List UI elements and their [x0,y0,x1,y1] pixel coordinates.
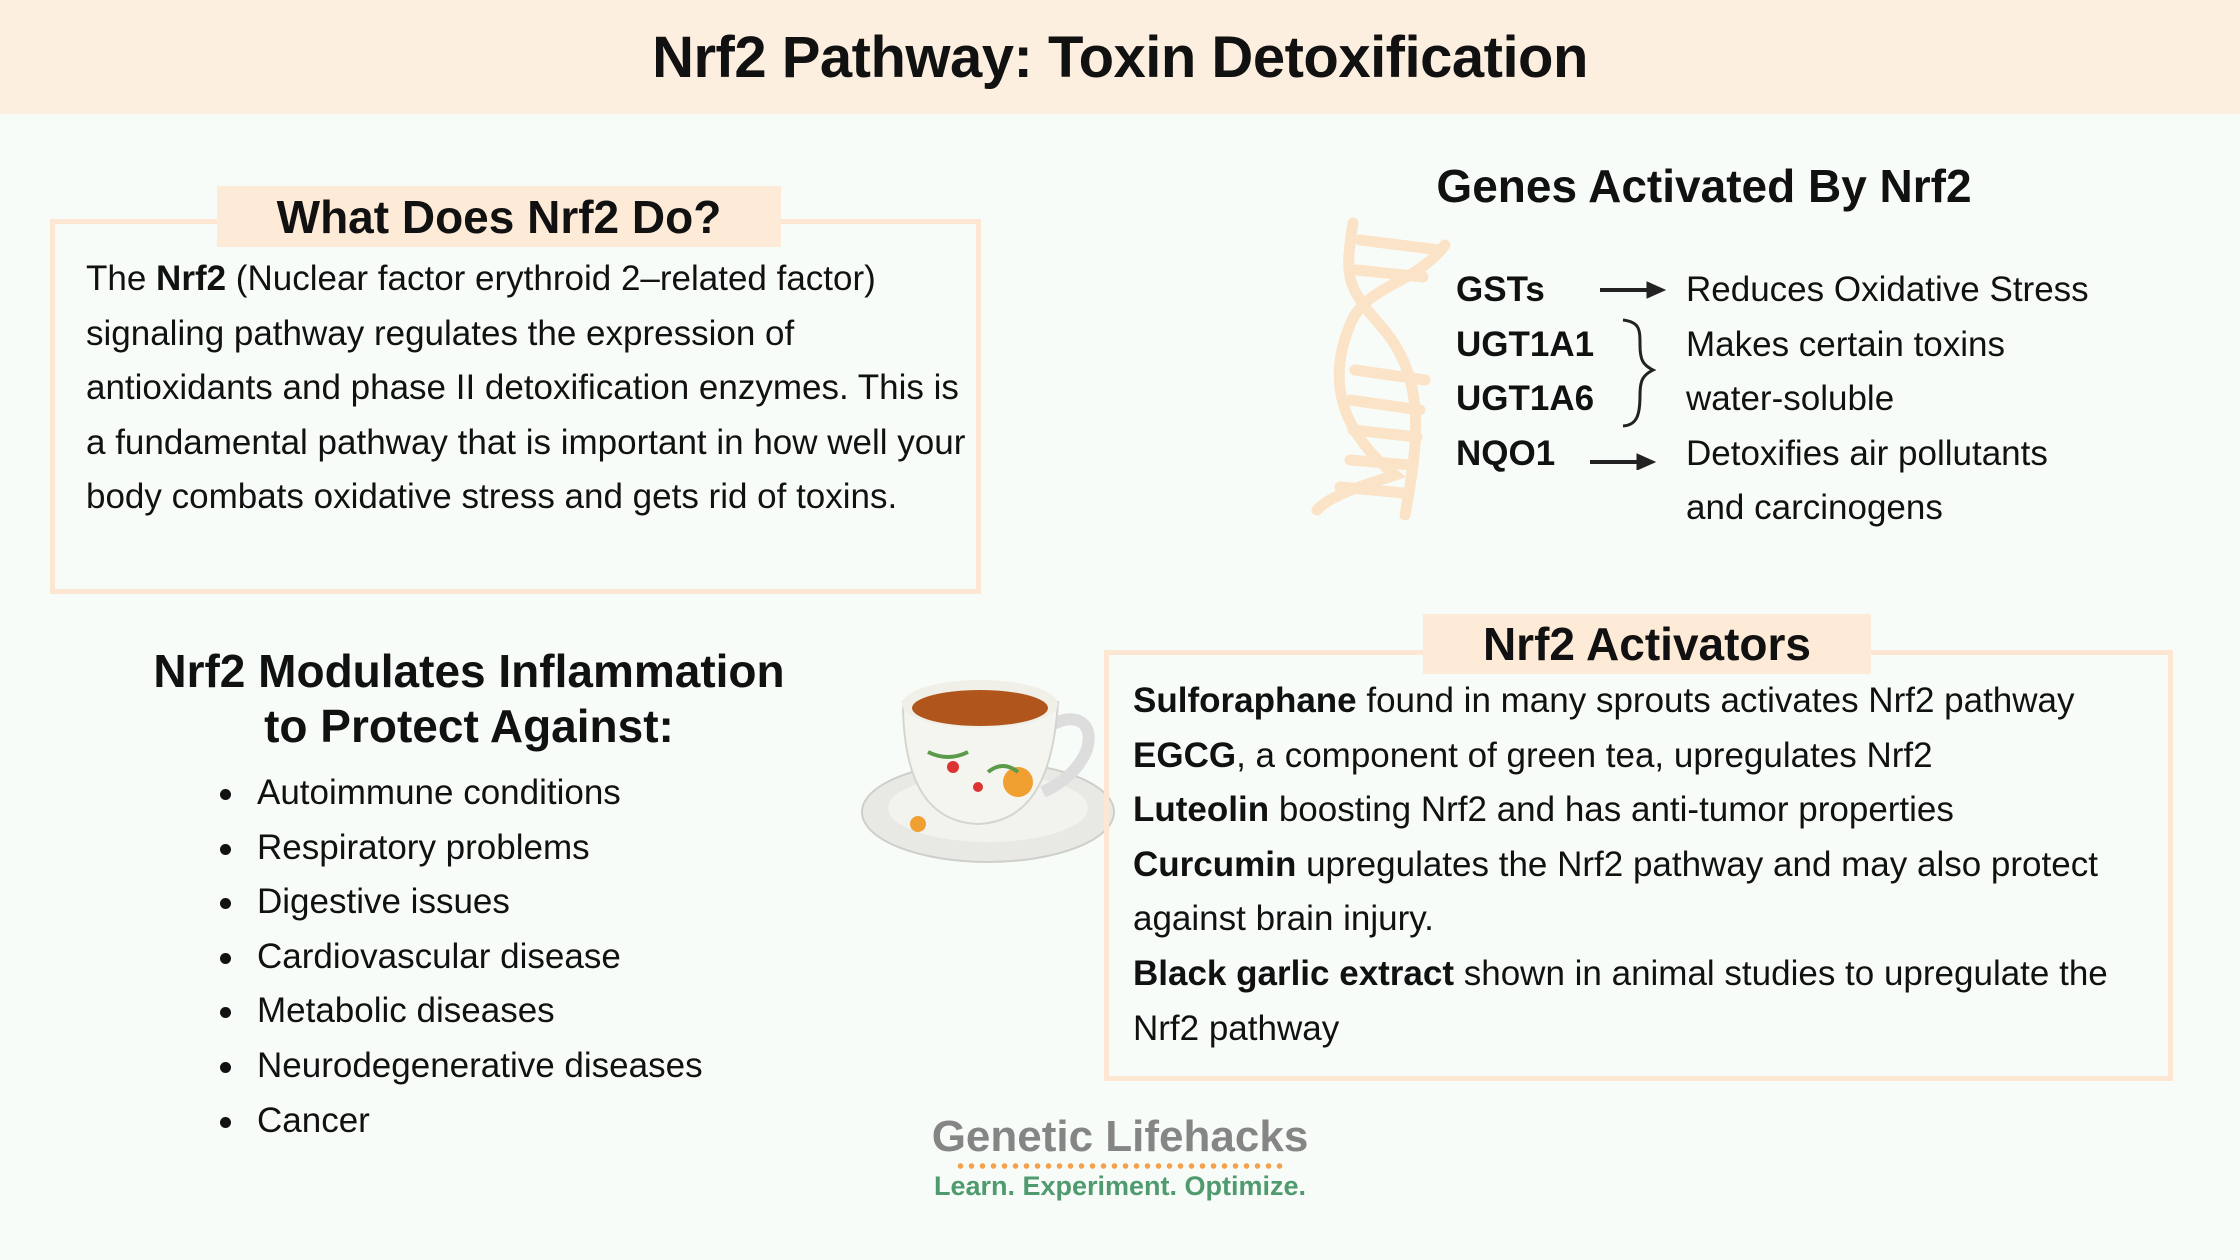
logo: Genetic Lifehacks Learn. Experiment. Opt… [900,1112,1340,1202]
gene-arrows [1590,281,1667,470]
activator-desc: found in many sprouts activates Nrf2 pat… [1356,681,2075,720]
list-item: Digestive issues [220,875,703,930]
activators-heading: Nrf2 Activators [1423,614,1871,674]
activator-desc: shown in animal studies to upregulate th… [1133,953,2108,1048]
logo-tagline: Learn. Experiment. Optimize. [933,1171,1307,1201]
activator-item: Curcumin upregulates the Nrf2 pathway an… [1133,838,2163,947]
activator-name: EGCG [1133,735,1237,775]
activator-name: Luteolin [1133,790,1270,830]
dna-icon [1311,217,1451,520]
gene-gsts: GSTs [1456,270,1545,309]
title-banner: Nrf2 Pathway: Toxin Detoxification [0,0,2240,114]
activator-item: Black garlic extract shown in animal stu… [1133,947,2163,1056]
brace-icon [1622,318,1657,428]
desc-pre: The [86,259,157,298]
tea-cup-image [861,680,1115,863]
activators-list: Sulforaphane found in many sprouts activ… [1133,674,2163,1056]
condition-list: Autoimmune conditions Respiratory proble… [220,766,703,1149]
activator-desc: , a component of green tea, upregulates … [1236,735,1933,775]
logo-name: Genetic Lifehacks [931,1112,1309,1161]
activator-desc: upregulates the Nrf2 pathway and may als… [1133,844,2098,939]
desc-bold: Nrf2 [156,259,227,298]
effect-item: Makes certain toxins [1686,324,2006,364]
gene-ugt1a1: UGT1A1 [1456,324,1595,364]
activator-item: EGCG, a component of green tea, upregula… [1133,729,2163,784]
arrowhead-icon [1636,453,1657,470]
list-item: Metabolic diseases [220,984,703,1039]
desc-post: (Nuclear factor erythroid 2–related fact… [86,259,966,517]
list-item: Cardiovascular disease [220,930,703,985]
activator-desc: boosting Nrf2 and has anti-tumor propert… [1269,790,1954,830]
page-title: Nrf2 Pathway: Toxin Detoxification [652,24,1588,90]
gene-ugt1a6: UGT1A6 [1456,379,1595,419]
activator-item: Sulforaphane found in many sprouts activ… [1133,674,2163,729]
gene-effects: Reduces Oxidative Stress Makes certain t… [1686,263,2089,536]
inflammation-heading-line2: to Protect Against: [264,700,674,752]
list-item: Neurodegenerative diseases [220,1039,703,1094]
effect-item: Reduces Oxidative Stress [1686,270,2089,309]
inflammation-heading-line1: Nrf2 Modulates Inflammation [153,645,785,697]
what-description: The Nrf2 (Nuclear factor erythroid 2–rel… [86,252,966,525]
list-item: Autoimmune conditions [220,766,703,821]
activator-name: Sulforaphane [1133,681,1357,720]
gene-list: GSTs UGT1A1 UGT1A6 NQO1 [1456,263,1594,481]
inflammation-heading: Nrf2 Modulates Inflammation to Protect A… [119,644,819,754]
list-item: Respiratory problems [220,821,703,876]
gene-nqo1: NQO1 [1456,433,1556,473]
genes-heading: Genes Activated By Nrf2 [1436,160,1972,212]
logo-dots [955,1162,1285,1170]
activator-name: Black garlic extract [1133,953,1455,993]
what-heading: What Does Nrf2 Do? [217,186,781,247]
list-item: Cancer [220,1094,703,1149]
activator-item: Luteolin boosting Nrf2 and has anti-tumo… [1133,783,2163,838]
effect-item: and carcinogens [1686,488,1943,528]
arrowhead-icon [1646,281,1667,299]
effect-item: water-soluble [1686,379,1895,419]
effect-item: Detoxifies air pollutants [1686,433,2048,473]
activator-name: Curcumin [1133,844,1297,884]
